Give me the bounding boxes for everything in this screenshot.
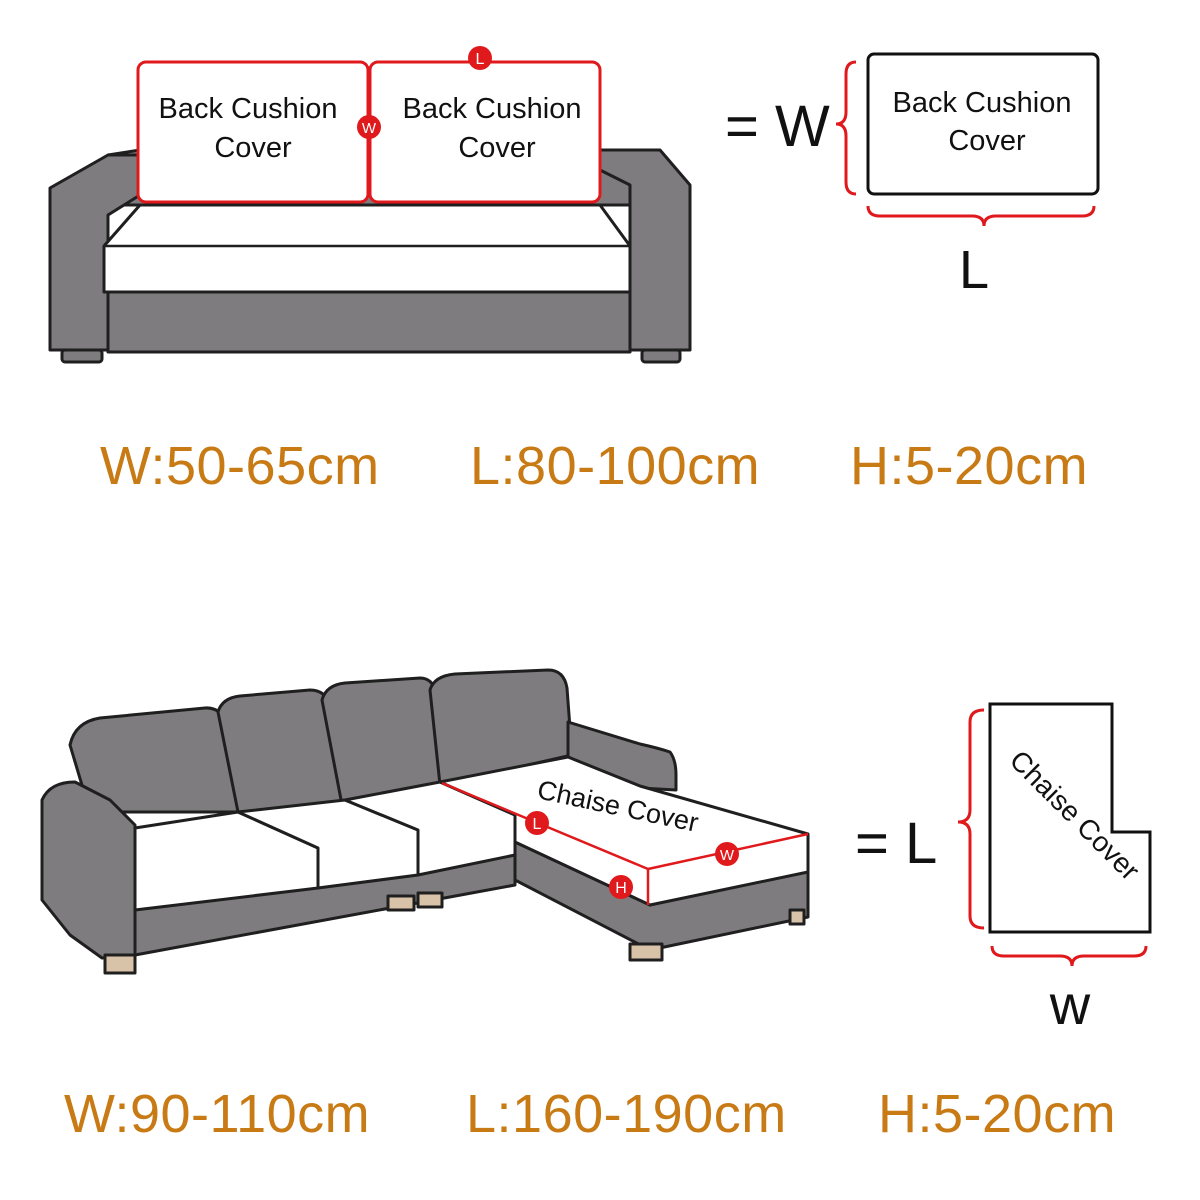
top-length-brace	[866, 205, 1096, 227]
top-length-marker	[468, 46, 492, 70]
top-shape-label-line2: Cover	[948, 125, 1026, 157]
bottom-equation: = L	[855, 811, 937, 876]
top-back-cushions: Back Cushion Cover Back Cushion Cover L …	[136, 46, 602, 204]
top-sofa-left-arm	[48, 153, 142, 352]
bottom-chaise-cushion	[438, 755, 810, 907]
bottom-width-measurement: W:90-110cm	[64, 1084, 371, 1144]
bottom-back-cushion-4	[428, 668, 574, 787]
bottom-height-measurement: H:5-20cm	[878, 1084, 1117, 1144]
top-height-measurement: H:5-20cm	[850, 436, 1089, 496]
bottom-width-brace	[990, 945, 1148, 967]
bottom-length-brace	[957, 708, 985, 930]
top-length-measurement: L:80-100cm	[470, 436, 761, 496]
bottom-foot-5	[788, 908, 806, 926]
top-width-brace	[835, 60, 857, 196]
bottom-foot-2	[386, 894, 416, 912]
bottom-chaise-arm	[566, 720, 678, 792]
bottom-sofa	[40, 668, 810, 975]
top-left-cushion-label-line1: Back Cushion	[159, 93, 338, 125]
top-shape-length-letter: L	[959, 240, 989, 300]
top-seat-cushion	[102, 203, 632, 294]
bottom-length-marker	[525, 811, 549, 835]
top-shape-label-line1: Back Cushion	[893, 87, 1072, 119]
bottom-shape-width-letter: w	[1049, 973, 1091, 1036]
top-width-measurement: W:50-65cm	[100, 436, 380, 496]
top-equation: = W	[725, 94, 830, 159]
top-sofa-foot-left	[60, 348, 104, 364]
top-cushion-shape	[866, 52, 1100, 196]
bottom-width-marker	[715, 842, 739, 866]
bottom-foot-1	[103, 953, 137, 975]
bottom-foot-4	[628, 942, 664, 962]
bottom-chaise-shape	[988, 702, 1152, 934]
top-right-cushion-label-line2: Cover	[458, 132, 536, 164]
top-length-marker-letter: L	[476, 51, 485, 68]
top-sofa-foot-right	[640, 348, 682, 364]
bottom-length-marker-letter: L	[533, 816, 542, 833]
bottom-length-measurement: L:160-190cm	[466, 1084, 787, 1144]
bottom-height-marker-letter: H	[615, 880, 627, 897]
top-sofa-base	[106, 288, 632, 354]
bottom-left-arm	[40, 780, 137, 960]
bottom-foot-3	[416, 891, 444, 909]
top-left-cushion-label-line2: Cover	[214, 132, 292, 164]
bottom-height-marker	[609, 875, 633, 899]
top-width-marker	[357, 115, 381, 139]
top-right-cushion-label-line1: Back Cushion	[403, 93, 582, 125]
top-width-marker-letter: W	[362, 120, 377, 137]
bottom-width-marker-letter: W	[720, 847, 735, 864]
